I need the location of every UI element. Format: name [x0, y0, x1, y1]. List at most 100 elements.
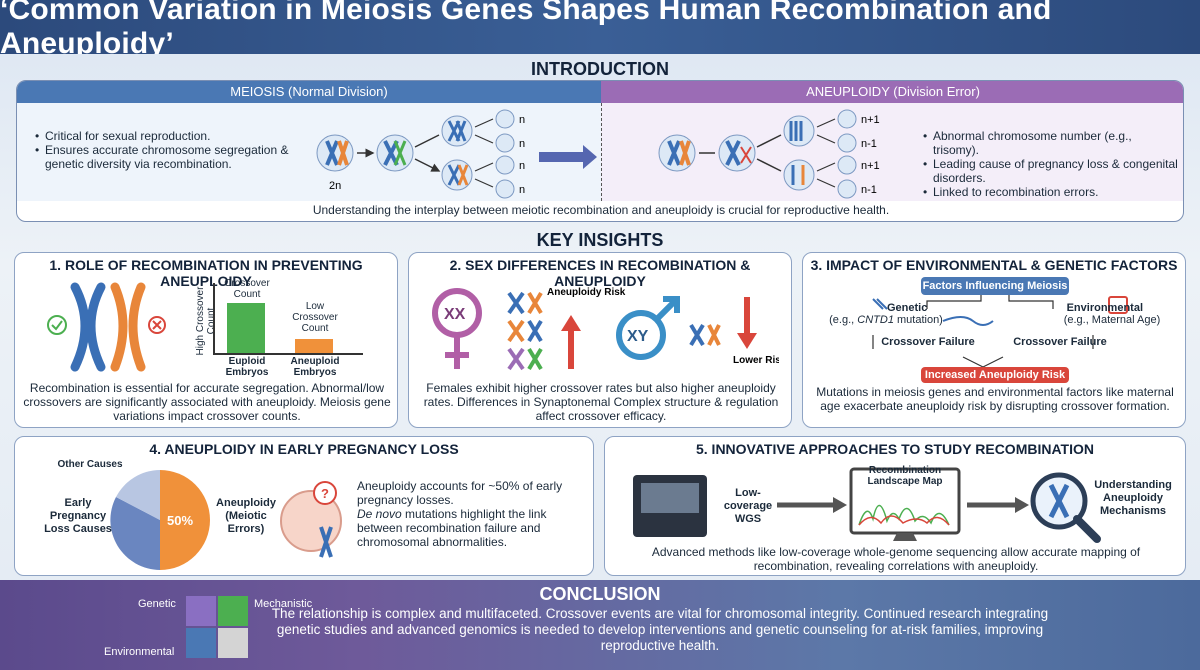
- crossover-failure-label: Crossover Failure: [1013, 336, 1107, 348]
- meiosis-diagram: 2n n n n n: [316, 109, 597, 199]
- chromosome-icon: [383, 140, 399, 166]
- meiosis-bullet: Critical for sexual reproduction.: [35, 129, 305, 143]
- meiosis-bullets: Critical for sexual reproduction. Ensure…: [35, 129, 305, 171]
- xy-label: XY: [627, 328, 649, 345]
- calendar-icon: [1108, 296, 1128, 314]
- intro-footer: Understanding the interplay between meio…: [312, 203, 890, 217]
- risk-down-label: Lower Risk: [733, 355, 779, 366]
- aneuploidy-bullet: Linked to recombination errors.: [923, 185, 1181, 199]
- card-title: 1. ROLE OF RECOMBINATION IN PREVENTING A…: [49, 257, 363, 289]
- understanding-label: Understanding Aneuploidy Mechanisms: [1094, 479, 1172, 517]
- cell-icon: [495, 155, 515, 175]
- cell-icon: [783, 159, 815, 191]
- title-bar: ‘Common Variation in Meiosis Genes Shape…: [0, 0, 1200, 60]
- meiosis-section: Critical for sexual reproduction. Ensure…: [17, 103, 601, 201]
- conclusion-text: The relationship is complex and multifac…: [271, 606, 1049, 653]
- pie-slice-early: [110, 497, 160, 570]
- card-title: 3. IMPACT OF ENVIRONMENTAL & GENETIC FAC…: [810, 257, 1178, 273]
- chromosome-icon: [70, 282, 106, 372]
- label-2n: 2n: [329, 180, 341, 192]
- bar-top-label: Low Crossover Count: [292, 301, 338, 334]
- chromosome-icon: [789, 121, 803, 141]
- factors-diagram: [872, 295, 1128, 368]
- insight-card-factors: 3. IMPACT OF ENVIRONMENTAL & GENETIC FAC…: [802, 252, 1186, 428]
- cell-icon: [495, 133, 515, 153]
- male-symbol-icon: [616, 310, 666, 360]
- insight-card-approaches: 5. INNOVATIVE APPROACHES TO STUDY RECOMB…: [604, 436, 1186, 576]
- label-n: n: [519, 160, 525, 172]
- chromosome-icon: [457, 164, 469, 186]
- embryo-illustration: ?: [280, 481, 342, 558]
- card-description: Aneuploidy accounts for ~50% of early pr…: [357, 479, 563, 549]
- aneuploidy-diagram: n+1 n-1 n+1 n-1: [658, 109, 880, 199]
- cell-icon: [658, 134, 696, 172]
- chromosome-icon: [447, 120, 467, 142]
- aneuploidy-header: ANEUPLOIDY (Division Error): [601, 81, 1183, 103]
- female-symbol-icon: [445, 335, 469, 369]
- chromosome-icon: [725, 140, 741, 166]
- cell-icon: [316, 134, 354, 172]
- aneuploidy-bullets: Abnormal chromosome number (e.g., trisom…: [923, 129, 1181, 199]
- crossover-icon: [393, 140, 407, 166]
- aneuploidy-bullet: Abnormal chromosome number (e.g., trisom…: [923, 129, 1181, 157]
- cell-icon: [837, 155, 857, 175]
- puzzle-icon: [186, 596, 248, 658]
- cell-icon: [441, 159, 473, 191]
- aneuploidy-bullet: Leading cause of pregnancy loss & congen…: [923, 157, 1181, 185]
- meiosis-header: MEIOSIS (Normal Division): [17, 81, 601, 103]
- pie-slice-aneuploidy: [160, 470, 210, 570]
- chromosome-icon: [689, 323, 705, 347]
- bar-label: Euploid Embryos: [225, 356, 269, 378]
- insight-card-pregnancy-loss: 4. ANEUPLOIDY IN EARLY PREGNANCY LOSS 50…: [14, 436, 594, 576]
- insights-heading: KEY INSIGHTS: [536, 230, 664, 250]
- card-description: Recombination is essential for accurate …: [23, 381, 391, 423]
- label-n-minus-1: n-1: [861, 184, 877, 196]
- y-axis: [213, 283, 215, 355]
- genetic-label: Genetic: [138, 598, 176, 610]
- chromosome-icon: [110, 282, 146, 372]
- crossover-failure-label: Crossover Failure: [881, 336, 975, 348]
- dna-icon: [872, 298, 888, 310]
- card-description: Advanced methods like low-coverage whole…: [651, 545, 1141, 573]
- early-loss-label: Early Pregnancy Loss Causes: [44, 497, 112, 535]
- genetic-sub: (e.g., CNTD1 mutation): [829, 314, 943, 326]
- cell-icon: [837, 109, 857, 129]
- cell-icon: [837, 133, 857, 153]
- intro-panel: MEIOSIS (Normal Division) ANEUPLOIDY (Di…: [16, 80, 1184, 222]
- other-causes-label: Other Causes: [57, 459, 123, 470]
- mechanistic-label: Mechanistic: [254, 598, 313, 610]
- sex-diagram: XX Aneuploidy Risk XY Lower Risk: [432, 287, 779, 371]
- dna-icon: [942, 316, 994, 326]
- map-label: Recombination Landscape Map: [867, 465, 943, 487]
- conclusion-heading: CONCLUSION: [539, 584, 661, 604]
- label-n-minus-1: n-1: [861, 138, 877, 150]
- intro-heading: INTRODUCTION: [531, 59, 669, 79]
- cell-icon: [837, 179, 857, 199]
- factors-pill: Factors Influencing Meiosis: [921, 277, 1069, 295]
- insight-card-sex-differences: 2. SEX DIFFERENCES IN RECOMBINATION & AN…: [408, 252, 792, 428]
- card-title: 4. ANEUPLOIDY IN EARLY PREGNANCY LOSS: [149, 441, 459, 457]
- svg-text:?: ?: [321, 486, 329, 501]
- card-title: 2. SEX DIFFERENCES IN RECOMBINATION & AN…: [449, 257, 751, 289]
- pie-chart: 50%: [110, 470, 210, 570]
- environmental-label: Environmental: [1066, 302, 1143, 314]
- x-axis: [213, 353, 363, 355]
- chromosome-icon: [447, 164, 461, 186]
- xx-label: XX: [444, 306, 466, 323]
- label-n: n: [519, 184, 525, 196]
- chromosome-icon: [325, 140, 339, 166]
- cell-icon: [783, 115, 815, 147]
- arrow-icon: [756, 134, 782, 172]
- cell-icon: [495, 179, 515, 199]
- bar-top-label: Crossover Count: [224, 278, 270, 300]
- risk-pill: Increased Aneuploidy Risk: [921, 367, 1069, 383]
- environmental-label: Environmental: [104, 646, 175, 658]
- genetic-label: Genetic: [887, 302, 928, 314]
- cell-icon: [376, 134, 414, 172]
- arrow-icon: [816, 118, 836, 188]
- arrow-icon: [414, 134, 439, 171]
- page-title: ‘Common Variation in Meiosis Genes Shape…: [0, 0, 1052, 60]
- chromosome-icon: [319, 526, 333, 558]
- big-arrow-head-icon: [583, 145, 597, 169]
- question-icon: [313, 481, 337, 505]
